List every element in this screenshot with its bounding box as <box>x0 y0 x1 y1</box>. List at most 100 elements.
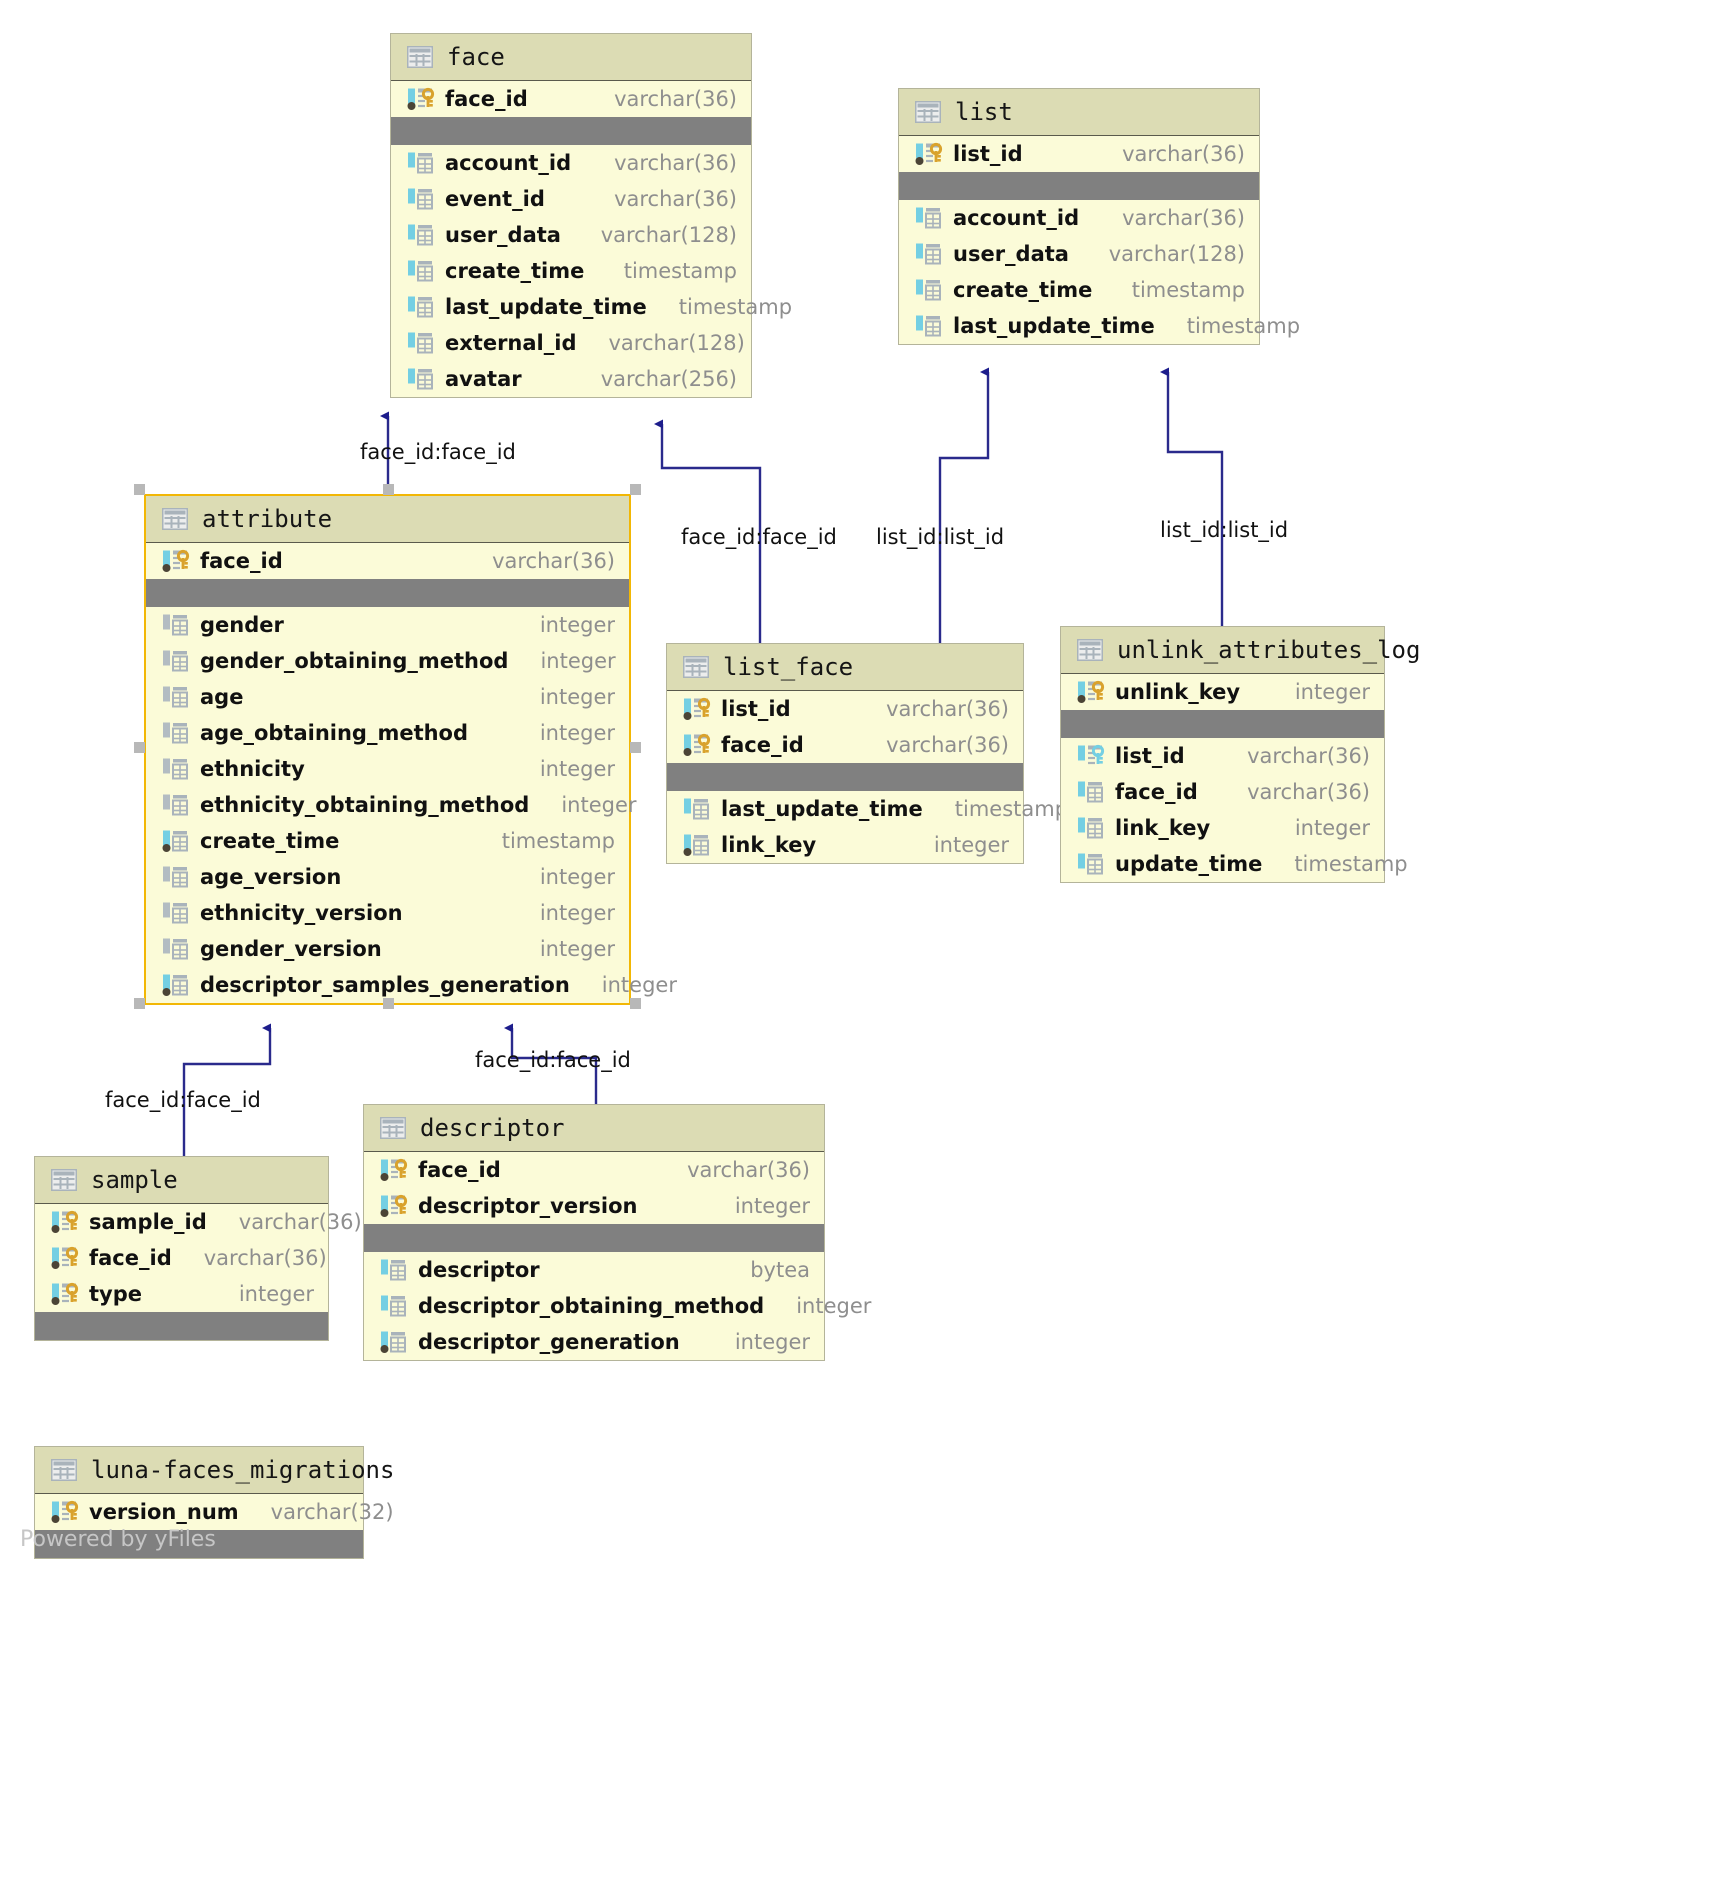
column-type: integer <box>238 1282 314 1306</box>
selection-handle[interactable] <box>630 741 641 753</box>
table-header-attribute[interactable]: attribute <box>146 496 629 543</box>
column-icon <box>684 798 709 820</box>
selection-handle[interactable] <box>630 998 641 1009</box>
column-name: user_data <box>953 242 1069 266</box>
column-type: integer <box>734 1330 810 1354</box>
table-name-label: unlink_attributes_log <box>1117 636 1421 664</box>
column-icon <box>916 243 941 265</box>
nullable-column-icon <box>163 938 188 960</box>
column-name: update_time <box>1115 852 1263 876</box>
primary-key-icon <box>407 87 435 110</box>
selection-handle[interactable] <box>382 484 394 495</box>
table-header-unlink_attributes_log[interactable]: unlink_attributes_log <box>1061 627 1420 674</box>
column-type: varchar(36) <box>1122 142 1245 166</box>
selection-handle[interactable] <box>630 484 641 495</box>
selection-handle[interactable] <box>134 998 145 1009</box>
column-type: timestamp <box>678 295 793 319</box>
nullable-column-icon <box>163 758 188 780</box>
column-icon <box>1078 781 1103 803</box>
column-name: external_id <box>445 331 577 355</box>
table-header-descriptor[interactable]: descriptor <box>364 1105 824 1152</box>
table-name-label: face <box>447 43 505 71</box>
table-header-list[interactable]: list <box>899 89 1259 136</box>
table-header-list_face[interactable]: list_face <box>667 644 1023 691</box>
column-name: descriptor <box>418 1258 540 1282</box>
column-name: ethnicity_version <box>200 901 403 925</box>
selection-handle[interactable] <box>134 484 145 495</box>
table-header-face[interactable]: face <box>391 34 751 81</box>
column-icon <box>408 368 433 390</box>
table-row[interactable]: update_time timestamp <box>1061 846 1408 882</box>
selection-handle[interactable] <box>382 998 394 1009</box>
table-name-label: sample <box>91 1166 178 1194</box>
column-type: integer <box>933 833 1009 857</box>
column-icon <box>1078 817 1103 839</box>
edge-label-sample-attribute: face_id:face_id <box>105 1088 261 1112</box>
column-type: timestamp <box>1294 852 1408 876</box>
key-body-separator <box>1061 710 1384 738</box>
column-icon <box>408 224 433 246</box>
selection-handle[interactable] <box>134 741 145 753</box>
column-type: varchar(36) <box>886 733 1009 757</box>
table-name-label: descriptor <box>420 1114 565 1142</box>
table-icon <box>683 656 709 678</box>
table-header-luna_faces_migrations[interactable]: luna-faces_migrations <box>35 1447 394 1494</box>
column-type: timestamp <box>1131 278 1245 302</box>
nullable-column-icon <box>163 722 188 744</box>
table-header-sample[interactable]: sample <box>35 1157 328 1204</box>
column-icon <box>1078 853 1103 875</box>
